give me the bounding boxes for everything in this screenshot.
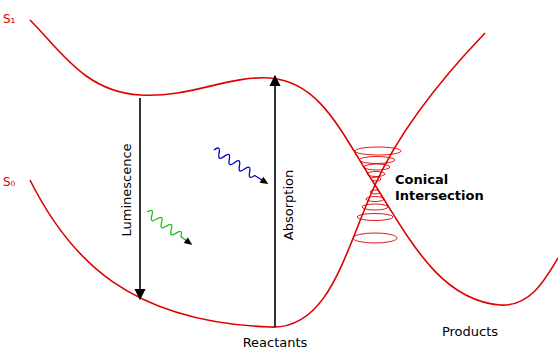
minimum-label: Products (442, 324, 498, 340)
luminescence-arrow (139, 98, 141, 299)
absorption-arrow (274, 76, 276, 327)
cone-ellipses (353, 147, 401, 243)
transition-label: Absorption (281, 170, 297, 240)
state-label: S₀ (3, 175, 15, 189)
energy-curve (30, 20, 558, 305)
minimum-label: Reactants (243, 335, 308, 351)
photon-blue (212, 147, 271, 188)
state-label: S₁ (3, 12, 15, 26)
photon-green (145, 209, 195, 248)
intersection-label: Conical Intersection (395, 172, 505, 203)
transition-label: Luminescence (119, 143, 135, 236)
